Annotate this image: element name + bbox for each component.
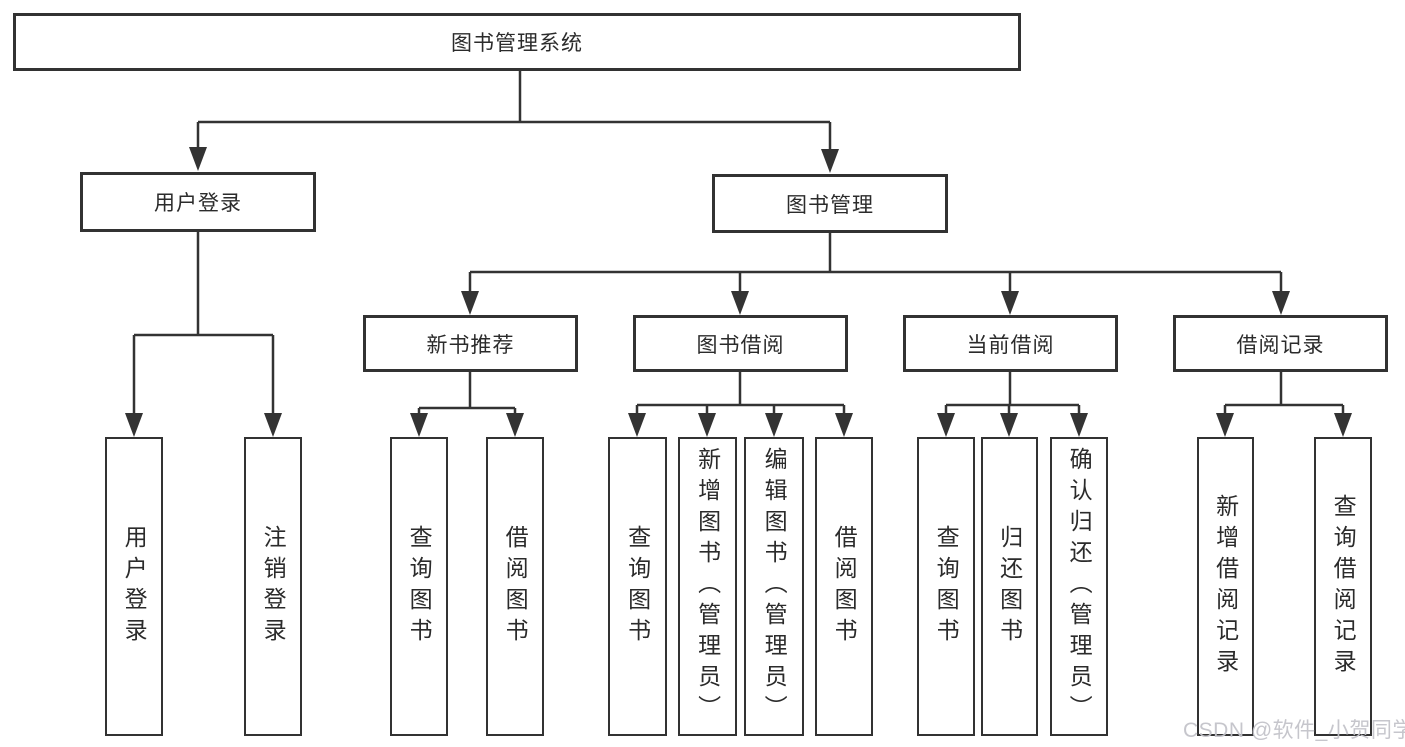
node-new-book-recommend-label: 新书推荐 xyxy=(426,333,515,357)
leaf-borrow-add-admin: 新增图书（管理员） xyxy=(678,437,737,736)
node-new-book-recommend: 新书推荐 xyxy=(363,315,578,372)
leaf-current-confirm-admin: 确认归还（管理员） xyxy=(1050,437,1108,736)
leaf-records-query-label: 查询借阅记录 xyxy=(1330,493,1357,680)
node-book-management: 图书管理 xyxy=(712,174,948,233)
node-borrow-records-label: 借阅记录 xyxy=(1236,333,1325,357)
connector-lines xyxy=(132,70,1345,415)
leaf-newbooks-query-label: 查询图书 xyxy=(406,524,433,649)
node-user-login: 用户登录 xyxy=(80,172,316,232)
leaf-user-login: 用户登录 xyxy=(105,437,163,736)
leaf-current-return: 归还图书 xyxy=(981,437,1038,736)
leaf-borrow-add-admin-label: 新增图书（管理员） xyxy=(694,447,721,726)
leaf-newbooks-query: 查询图书 xyxy=(390,437,448,736)
node-root-system: 图书管理系统 xyxy=(13,13,1021,71)
leaf-logout: 注销登录 xyxy=(244,437,302,736)
node-book-management-label: 图书管理 xyxy=(786,193,874,217)
leaf-borrow-query-label: 查询图书 xyxy=(624,524,651,649)
leaf-newbooks-borrow-label: 借阅图书 xyxy=(502,524,529,649)
leaf-current-query: 查询图书 xyxy=(917,437,975,736)
leaf-records-query: 查询借阅记录 xyxy=(1314,437,1372,736)
leaf-borrow-query: 查询图书 xyxy=(608,437,667,736)
csdn-watermark: CSDN @软件_小贺同学 xyxy=(1183,719,1405,742)
leaf-borrow-edit-admin: 编辑图书（管理员） xyxy=(744,437,804,736)
leaf-borrow-borrow-label: 借阅图书 xyxy=(831,524,858,649)
connector-arrowheads xyxy=(125,147,1352,437)
leaf-current-confirm-admin-label: 确认归还（管理员） xyxy=(1066,447,1093,726)
leaf-user-login-label: 用户登录 xyxy=(121,524,148,649)
node-user-login-label: 用户登录 xyxy=(154,192,242,215)
node-borrow-records: 借阅记录 xyxy=(1173,315,1388,372)
node-book-borrow: 图书借阅 xyxy=(633,315,848,372)
node-root-label: 图书管理系统 xyxy=(451,32,583,55)
node-book-borrow-label: 图书借阅 xyxy=(696,333,785,357)
leaf-records-add-label: 新增借阅记录 xyxy=(1212,493,1239,680)
leaf-newbooks-borrow: 借阅图书 xyxy=(486,437,544,736)
leaf-borrow-borrow: 借阅图书 xyxy=(815,437,873,736)
leaf-logout-label: 注销登录 xyxy=(260,524,287,649)
node-current-borrow-label: 当前借阅 xyxy=(966,333,1055,357)
leaf-records-add: 新增借阅记录 xyxy=(1197,437,1254,736)
leaf-borrow-edit-admin-label: 编辑图书（管理员） xyxy=(761,447,788,726)
leaf-current-return-label: 归还图书 xyxy=(996,524,1023,649)
node-current-borrow: 当前借阅 xyxy=(903,315,1118,372)
leaf-current-query-label: 查询图书 xyxy=(933,524,960,649)
